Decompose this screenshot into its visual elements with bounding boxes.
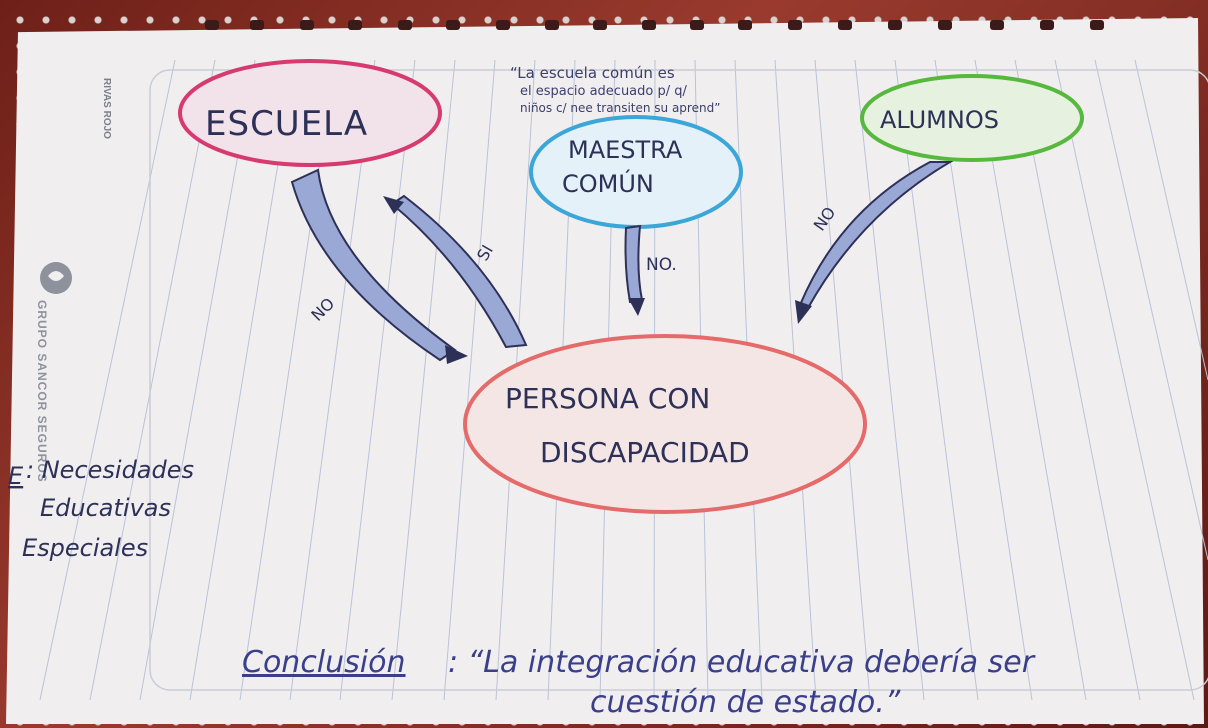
node-escuela-label: ESCUELA (205, 104, 368, 144)
node-alumnos-label: ALUMNOS (880, 106, 999, 134)
note-line2: el espacio adecuado p/ q/ (520, 84, 688, 99)
spiral-holes (0, 20, 1208, 38)
alumnos-oval (860, 74, 1084, 162)
note-line1: “La escuela común es (510, 64, 675, 82)
arrow-escuela-to-persona (290, 168, 468, 364)
conclusion-label: Conclusión (242, 645, 406, 680)
arrow-maestra-to-persona (624, 224, 645, 316)
edge-label-escuela-persona: NO (307, 294, 338, 325)
rivas-rojo-brand: RIVAS ROJO (101, 78, 112, 139)
arrow-alumnos-to-persona (795, 161, 954, 324)
note-line3: niños c/ nee transiten su aprend” (520, 101, 720, 115)
node-maestra-label-line2: COMÚN (562, 168, 654, 198)
legend-line1: : Necesidades (26, 456, 194, 484)
conclusion-line1: : “La integración educativa debería ser (448, 645, 1036, 680)
node-persona-label-line1: PERSONA CON (505, 382, 710, 415)
edge-label-alumnos-persona: NO (810, 203, 840, 234)
edge-label-maestra-persona: NO. (646, 255, 677, 275)
edge-label-persona-escuela: SI (473, 242, 497, 264)
persona-oval (463, 334, 867, 514)
legend-line3: Especiales (22, 534, 148, 562)
legend-line2: Educativas (40, 494, 171, 522)
conclusion-line2: cuestión de estado.” (590, 685, 901, 720)
grupo-sancor-brand: GRUPO SANCOR SEGUROS (35, 300, 49, 483)
node-persona-label-line2: DISCAPACIDAD (540, 436, 750, 469)
arrow-persona-to-escuela (383, 194, 528, 349)
page-frame (149, 69, 1208, 691)
node-maestra-label-line1: MAESTRA (568, 136, 683, 164)
legend-key: E (8, 462, 24, 490)
sancor-logo-icon (40, 262, 72, 294)
escuela-oval (178, 59, 442, 167)
